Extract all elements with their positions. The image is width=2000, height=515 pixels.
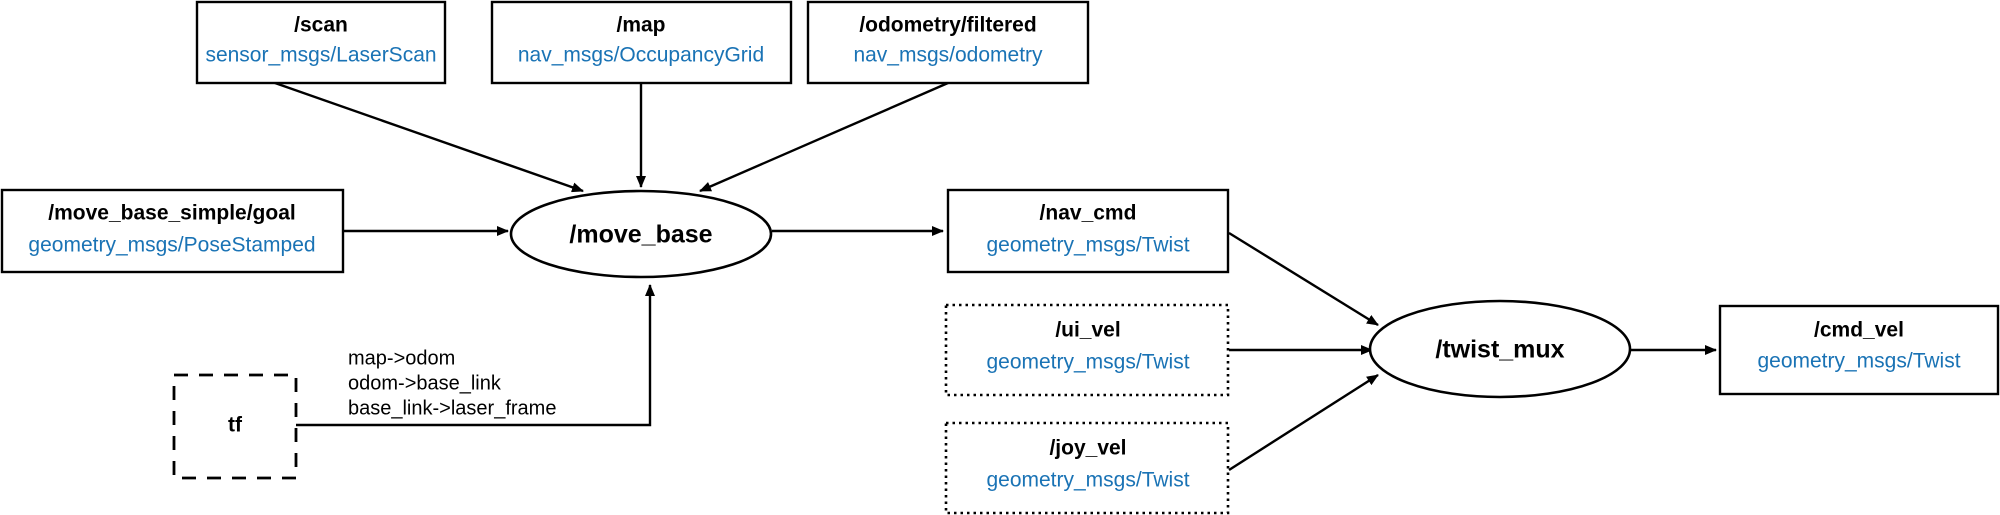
node-box-tf[interactable] — [172, 373, 298, 480]
topic-node-cmd-vel[interactable]: /cmd_vel geometry_msgs/Twist — [1718, 304, 2000, 396]
topic-box-ui-vel[interactable] — [944, 303, 1230, 397]
topic-node-nav-cmd[interactable]: /nav_cmd geometry_msgs/Twist — [946, 188, 1230, 274]
topic-box-joy-vel[interactable] — [944, 421, 1230, 515]
topic-type-ui-vel: geometry_msgs/Twist — [986, 351, 1189, 374]
topic-type-move-base-simple-goal: geometry_msgs/PoseStamped — [28, 234, 315, 257]
ros-node-tf[interactable]: tf — [172, 373, 298, 480]
topic-name-scan: /scan — [294, 14, 348, 37]
topic-type-odometry-filtered: nav_msgs/odometry — [853, 44, 1043, 67]
topic-node-move-base-simple-goal[interactable]: /move_base_simple/goal geometry_msgs/Pos… — [0, 188, 345, 274]
topic-name-cmd-vel: /cmd_vel — [1814, 319, 1904, 342]
topic-box-scan[interactable] — [195, 0, 447, 85]
topic-node-scan[interactable]: /scan sensor_msgs/LaserScan — [195, 0, 447, 85]
topic-node-joy-vel[interactable]: /joy_vel geometry_msgs/Twist — [944, 421, 1230, 515]
edge-scan-to-move-base — [274, 81, 584, 193]
topic-name-odometry-filtered: /odometry/filtered — [859, 14, 1036, 37]
topic-name-joy-vel: /joy_vel — [1049, 437, 1126, 460]
edges-layer — [274, 81, 1717, 472]
ros-node-move-base[interactable]: /move_base — [509, 189, 773, 279]
node-label-move-base: /move_base — [569, 221, 712, 249]
edge-label-tf-transforms: map->odom odom->base_link base_link->las… — [348, 347, 556, 419]
topic-name-map: /map — [616, 14, 665, 37]
node-label-twist-mux: /twist_mux — [1435, 336, 1564, 364]
node-label-tf: tf — [228, 414, 243, 437]
edge-nav-cmd-to-twist-mux — [1228, 231, 1379, 327]
edge-joy-vel-to-twist-mux — [1228, 373, 1379, 472]
edge-label-tf-transform-2: base_link->laser_frame — [348, 397, 556, 419]
topic-node-ui-vel[interactable]: /ui_vel geometry_msgs/Twist — [944, 303, 1230, 397]
edge-tf-to-move-base — [296, 284, 655, 427]
topic-type-scan: sensor_msgs/LaserScan — [205, 44, 436, 67]
topic-box-nav-cmd[interactable] — [946, 188, 1230, 274]
topic-type-joy-vel: geometry_msgs/Twist — [986, 469, 1189, 492]
edge-label-tf-transform-0: map->odom — [348, 347, 455, 369]
topic-box-odometry-filtered[interactable] — [806, 0, 1090, 85]
topic-box-map[interactable] — [490, 0, 793, 85]
edge-label-tf-transform-1: odom->base_link — [348, 372, 502, 394]
topic-box-move-base-simple-goal[interactable] — [0, 188, 345, 274]
topic-type-nav-cmd: geometry_msgs/Twist — [986, 234, 1189, 257]
ros-node-twist-mux[interactable]: /twist_mux — [1368, 299, 1632, 399]
node-ellipse-move-base[interactable] — [509, 189, 773, 279]
topic-box-cmd-vel[interactable] — [1718, 304, 2000, 396]
topic-node-odometry-filtered[interactable]: /odometry/filtered nav_msgs/odometry — [806, 0, 1090, 85]
topic-name-ui-vel: /ui_vel — [1055, 319, 1120, 342]
topic-type-cmd-vel: geometry_msgs/Twist — [1757, 350, 1960, 373]
topic-node-map[interactable]: /map nav_msgs/OccupancyGrid — [490, 0, 793, 85]
topic-name-move-base-simple-goal: /move_base_simple/goal — [48, 202, 295, 225]
edge-odometry-to-move-base — [699, 81, 949, 193]
node-ellipse-twist-mux[interactable] — [1368, 299, 1632, 399]
topic-name-nav-cmd: /nav_cmd — [1040, 202, 1137, 225]
topic-type-map: nav_msgs/OccupancyGrid — [518, 44, 764, 67]
